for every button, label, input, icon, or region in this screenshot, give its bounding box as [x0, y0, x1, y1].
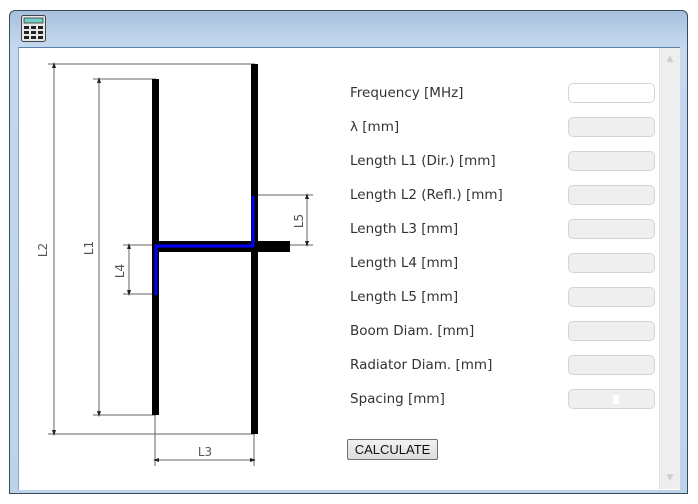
length-l1-output — [568, 151, 655, 171]
length-l5-output — [568, 287, 655, 307]
label-length-l1: Length L1 (Dir.) [mm] — [350, 153, 496, 169]
label-length-l5: Length L5 [mm] — [350, 289, 459, 305]
spacing-output — [568, 389, 655, 409]
label-lambda: λ [mm] — [350, 119, 400, 135]
label-length-l4: Length L4 [mm] — [350, 255, 459, 271]
calculate-button[interactable]: CALCULATE — [347, 439, 438, 460]
label-frequency: Frequency [MHz] — [350, 85, 464, 101]
label-l4: L4 — [113, 264, 127, 278]
label-l5: L5 — [292, 214, 306, 228]
lambda-output — [568, 117, 655, 137]
feed-line — [154, 196, 255, 295]
app-window: L2 L1 L4 L5 L3 Frequency [MHz] λ [mm] Le… — [9, 10, 688, 494]
dimension-lines — [48, 62, 313, 466]
boom-diam-output — [568, 321, 655, 341]
client-area: L2 L1 L4 L5 L3 Frequency [MHz] λ [mm] Le… — [18, 47, 680, 490]
label-l2: L2 — [36, 243, 50, 257]
label-boom-diam: Boom Diam. [mm] — [350, 323, 475, 339]
scroll-down-icon[interactable]: ▼ — [666, 473, 674, 483]
text-cursor-mark — [613, 395, 619, 404]
vertical-scrollbar[interactable]: ▲ ▼ — [659, 48, 680, 489]
label-spacing: Spacing [mm] — [350, 391, 445, 407]
label-radiator-diam: Radiator Diam. [mm] — [350, 357, 493, 373]
label-l3: L3 — [198, 445, 212, 459]
title-bar[interactable] — [10, 11, 687, 47]
label-length-l2: Length L2 (Refl.) [mm] — [350, 187, 503, 203]
antenna-diagram: L2 L1 L4 L5 L3 — [36, 62, 313, 466]
label-length-l3: Length L3 [mm] — [350, 221, 459, 237]
label-l1: L1 — [82, 241, 96, 255]
scroll-up-icon[interactable]: ▲ — [666, 54, 674, 64]
calculator-icon — [21, 15, 46, 42]
length-l2-output — [568, 185, 655, 205]
length-l3-output — [568, 219, 655, 239]
radiator-diam-output — [568, 355, 655, 375]
length-l4-output — [568, 253, 655, 273]
frequency-input[interactable] — [568, 83, 655, 103]
